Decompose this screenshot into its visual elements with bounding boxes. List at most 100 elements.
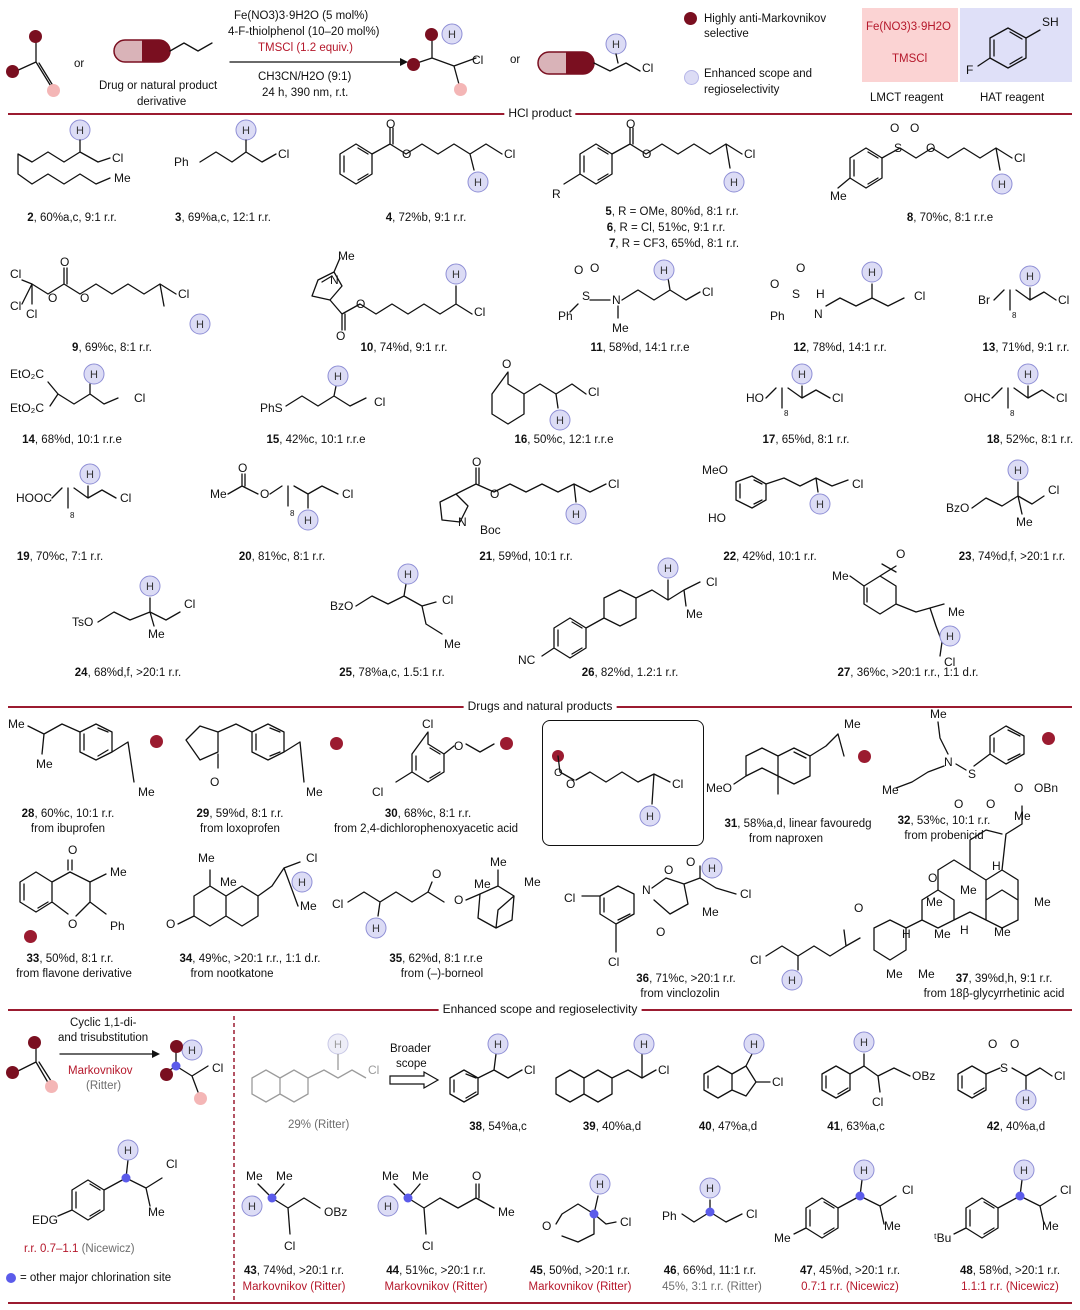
svg-text:H: H [664,563,672,575]
compound-26-caption: 26, 82%d, 1.2:1 r.r. [581,667,679,679]
substituent-dot-pink [45,1080,58,1093]
svg-text:Me: Me [918,967,935,981]
svg-text:O: O [896,547,905,561]
svg-text:O: O [386,117,395,131]
section-header-hcl: HCl product [0,106,1080,120]
svg-text:Me: Me [220,875,237,889]
svg-text:O: O [68,917,77,931]
svg-text:Cl: Cl [1048,483,1059,497]
compound-46-caption: 46, 66%d, 11:1 r.r. [663,1265,757,1277]
compound-20-caption: 20, 81%c, 8:1 r.r. [238,551,326,563]
compound-31-source: from naproxen [748,833,824,845]
compound-28-source: from ibuprofen [30,823,106,835]
svg-text:S: S [894,141,902,155]
svg-text:Cl: Cl [914,289,925,303]
svg-text:N: N [944,755,953,769]
svg-text:H: H [86,469,94,481]
svg-text:O: O [926,141,935,155]
svg-text:Cl: Cl [872,1095,883,1109]
compound-43-caption: 43, 74%d, >20:1 r.r. [243,1265,345,1277]
compound-31-caption: 31, 58%a,d, linear favouredg [724,818,872,830]
svg-text:Cl: Cl [672,777,683,791]
markovnikov-product-drawing: H Cl [163,1039,223,1093]
svg-text:O: O [854,901,863,915]
svg-text:H: H [860,1037,868,1049]
svg-text:Me: Me [612,321,629,335]
svg-text:O: O [988,1037,997,1051]
svg-text:S: S [1000,1061,1008,1075]
svg-text:H: H [334,371,342,383]
svg-text:H: H [404,569,412,581]
compound-16-structure: O Cl H [491,357,599,431]
svg-text:Cl: Cl [1014,151,1025,165]
svg-text:Me: Me [382,1169,399,1183]
svg-text:F: F [966,63,973,77]
svg-text:Me: Me [276,1169,293,1183]
ritter-yield: 29% (Ritter) [288,1119,350,1131]
legend-blue-line1: Enhanced scope and [704,68,813,80]
compound-45-caption: 45, 50%d, >20:1 r.r. [529,1265,631,1277]
compound-29-caption: 29, 59%d, 8:1 r.r. [196,808,284,820]
svg-text:O: O [402,147,411,161]
drug-product-drawing: H Cl [537,33,653,75]
svg-text:O: O [928,871,937,885]
compound-3-caption: 3, 69%a,c, 12:1 r.r. [175,212,271,224]
svg-text:O: O [664,863,673,877]
svg-text:Cl: Cl [134,391,145,405]
svg-text:Cl: Cl [852,477,863,491]
arrow-bottom-line2: (Ritter) [86,1080,122,1092]
svg-text:H: H [1014,465,1022,477]
compound-30-caption: 30, 68%c, 8:1 r.r. [384,808,472,820]
svg-text:Me: Me [300,899,317,913]
svg-text:H: H [196,319,204,331]
svg-text:H: H [646,811,654,823]
drug-label-line1: Drug or natural product [99,80,218,92]
svg-text:Cl: Cl [10,267,21,281]
compound-33-caption: 33, 50%d, 8:1 r.r. [26,953,114,965]
reagent-line2: 4-F-thiolphenol (10–20 mol%) [228,26,380,38]
svg-text:O: O [472,1169,481,1183]
svg-text:Me: Me [926,895,943,909]
compound-17-caption: 17, 65%d, 8:1 r.r. [762,434,850,446]
svg-text:Cl: Cl [772,1075,783,1089]
svg-text:HOOC: HOOC [16,491,52,505]
svg-text:H: H [992,859,1001,873]
legend-red-line1: Highly anti-Markovnikov [704,13,827,25]
svg-text:Cl: Cl [184,597,195,611]
svg-text:OBn: OBn [1034,781,1058,795]
svg-text:Cl: Cl [306,851,317,865]
svg-text:Cl: Cl [374,395,385,409]
substituent-dot-dark [6,1066,19,1079]
compound-41-caption: 41, 63%a,c [827,1121,885,1133]
svg-text:Me: Me [882,783,899,797]
svg-text:Cl: Cl [832,391,843,405]
svg-text:Cl: Cl [442,593,453,607]
ritter-arrow [59,1050,160,1058]
compound-28-caption: 28, 60%c, 10:1 r.r. [21,808,115,820]
svg-text:Me: Me [338,249,355,263]
legend-dot-blue [684,70,699,85]
compound-35-caption: 35, 62%d, 8:1 r.r.e [389,953,483,965]
svg-text:O: O [454,893,463,907]
compound-47-caption: 47, 45%d, >20:1 r.r. [799,1265,901,1277]
svg-text:H: H [998,179,1006,191]
svg-text:Ph: Ph [558,309,573,323]
svg-text:H: H [1026,271,1034,283]
svg-text:Cl: Cl [1054,1069,1065,1083]
svg-text:H: H [788,975,796,987]
compound-39-caption: 39, 40%a,d [582,1121,642,1133]
svg-text:O: O [626,117,635,131]
